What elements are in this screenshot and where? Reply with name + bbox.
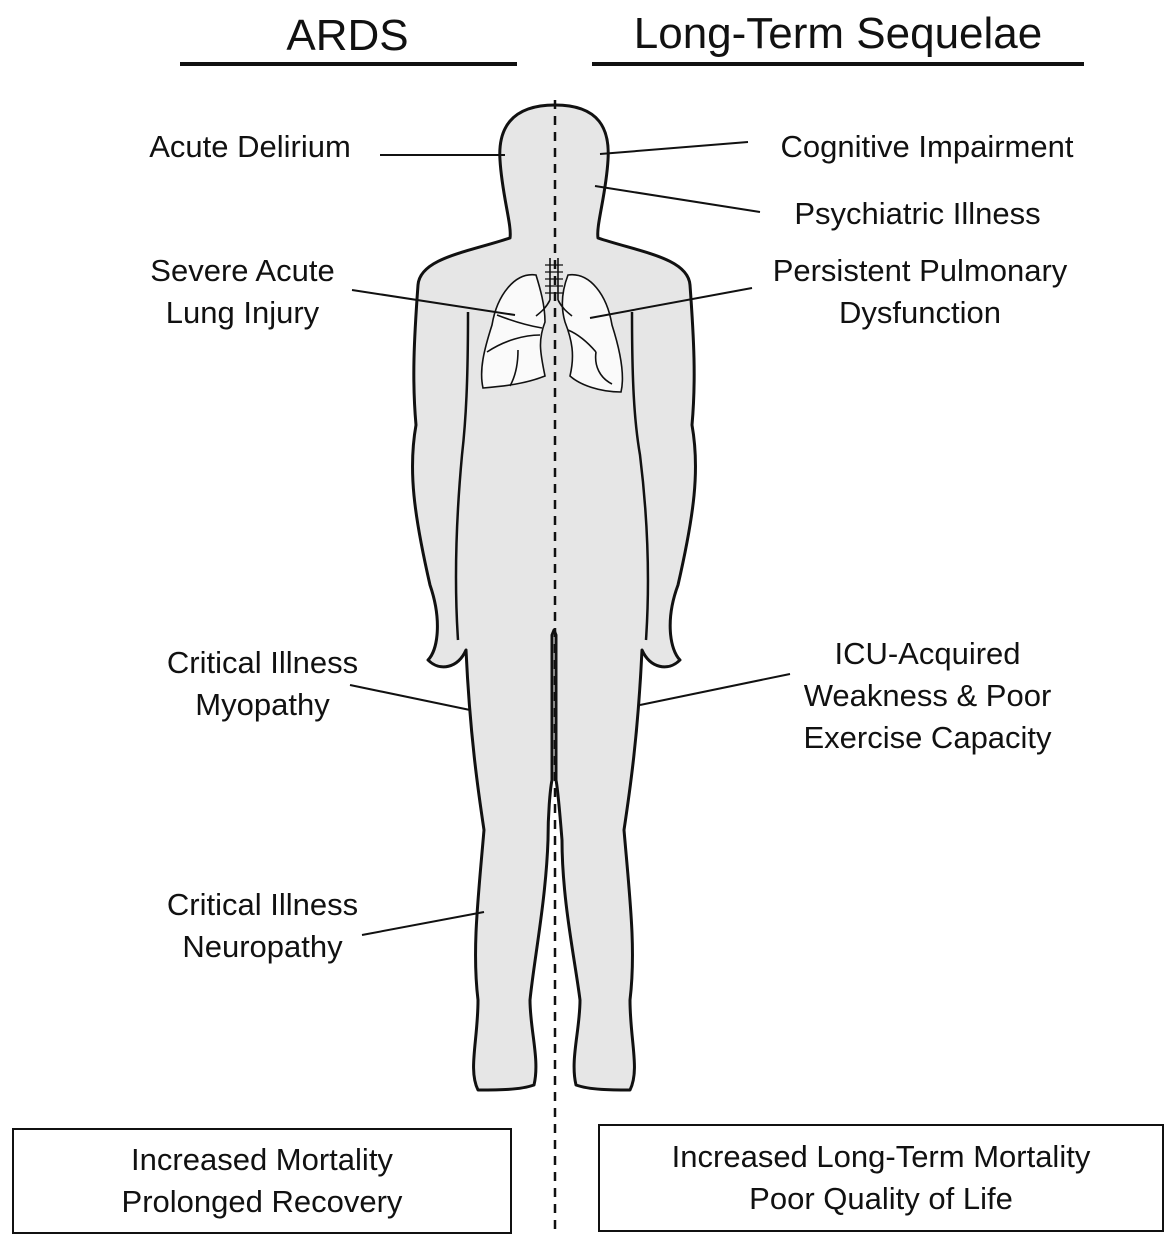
label-severe-acute-lung-injury: Severe Acute Lung Injury [120, 250, 365, 334]
leader-psychiatric [595, 186, 760, 212]
leader-weakness [640, 674, 790, 705]
heading-ards: ARDS [180, 10, 515, 62]
label-icu-acquired-weakness: ICU-Acquired Weakness & Poor Exercise Ca… [775, 633, 1080, 759]
leader-cognitive [600, 142, 748, 154]
label-cognitive-impairment: Cognitive Impairment [752, 126, 1102, 168]
label-critical-illness-neuropathy: Critical Illness Neuropathy [130, 884, 395, 968]
outcome-sequelae-line-1: Increased Long-Term Mortality [672, 1136, 1091, 1178]
label-psychiatric-illness: Psychiatric Illness [765, 193, 1070, 235]
heading-sequelae-rule [592, 62, 1084, 66]
heading-sequelae: Long-Term Sequelae [592, 8, 1084, 60]
outcome-box-sequelae: Increased Long-Term Mortality Poor Quali… [598, 1124, 1164, 1232]
heading-ards-rule [180, 62, 517, 66]
outcome-box-ards: Increased Mortality Prolonged Recovery [12, 1128, 512, 1234]
label-acute-delirium: Acute Delirium [120, 126, 380, 168]
label-persistent-pulmonary-dysfunction: Persistent Pulmonary Dysfunction [745, 250, 1095, 334]
outcome-sequelae-line-2: Poor Quality of Life [749, 1178, 1013, 1220]
outcome-ards-line-1: Increased Mortality [131, 1139, 393, 1181]
outcome-ards-line-2: Prolonged Recovery [122, 1181, 403, 1223]
label-critical-illness-myopathy: Critical Illness Myopathy [130, 642, 395, 726]
